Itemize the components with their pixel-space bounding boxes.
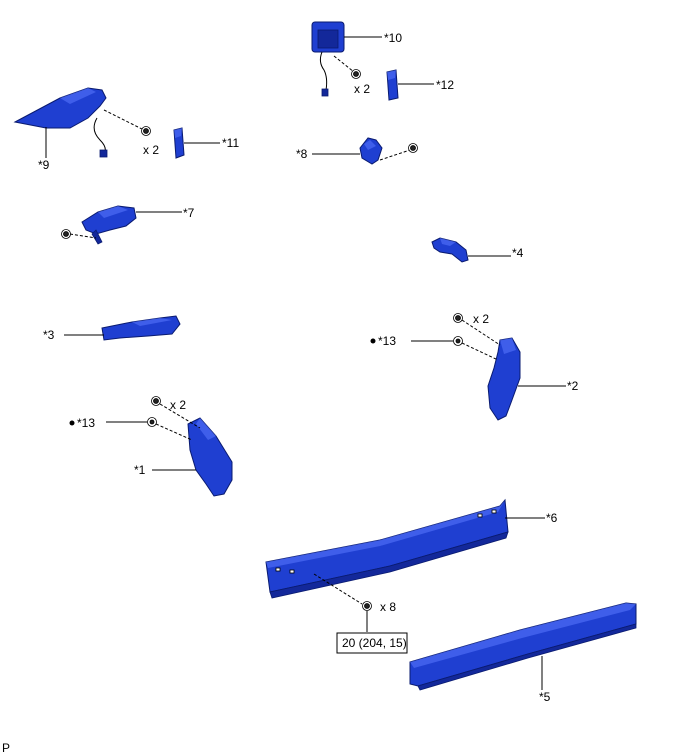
part-10-dash: [333, 55, 355, 73]
part-2-dash-b: [461, 342, 499, 361]
bolt-icon: [453, 313, 463, 323]
part-5-shape: [409, 602, 637, 691]
part-2-dash-a: [461, 319, 501, 346]
part-2-shape: [487, 337, 521, 421]
part-13-label-b: *13: [77, 416, 95, 430]
part-9-label: *9: [38, 158, 50, 172]
part-10-shape: [311, 21, 345, 97]
part-11-label: *11: [222, 136, 239, 150]
part-1-dash-a: [159, 403, 201, 429]
part-10-label: *10: [384, 31, 402, 45]
new-part-dot-icon: [370, 338, 376, 344]
part-2-label: *2: [567, 379, 579, 393]
part-10-qty: x 2: [354, 82, 370, 96]
bolt-icon: [151, 396, 161, 406]
part-3-label: *3: [43, 328, 55, 342]
part-9-dash: [103, 109, 145, 131]
part-7-label: *7: [183, 206, 195, 220]
part-13-label-a: *13: [378, 334, 396, 348]
part-1-label: *1: [134, 463, 146, 477]
bolt-icon: [61, 229, 71, 239]
bolt-icon: [141, 126, 151, 136]
part-8-dash: [379, 149, 411, 161]
part-1-qty: x 2: [170, 398, 186, 412]
new-part-dot-icon: [69, 420, 75, 426]
part-6-label: *6: [546, 511, 558, 525]
part-1-shape: [187, 417, 233, 497]
part-6-shape: [265, 498, 509, 599]
bolt-icon: [351, 69, 361, 79]
bolt-icon: [362, 601, 372, 611]
torque-spec-box: [336, 632, 408, 654]
part-9-shape: [13, 87, 108, 158]
part-12-label: *12: [436, 78, 454, 92]
clip-icon: [147, 417, 157, 427]
part-7-dash: [69, 233, 97, 239]
part-11-shape: [173, 127, 185, 159]
part-9-qty: x 2: [143, 143, 159, 157]
part-8-shape: [359, 137, 383, 165]
clip-icon: [453, 336, 463, 346]
part-8-label: *8: [296, 147, 308, 161]
diagram-code: P: [2, 741, 10, 755]
part-3-shape: [101, 315, 181, 341]
part-1-dash-b: [155, 423, 193, 441]
part-4-shape: [431, 237, 469, 263]
part-5-label: *5: [539, 690, 551, 704]
part-2-qty: x 2: [473, 312, 489, 326]
bolt-icon: [408, 143, 418, 153]
part-7-shape: [81, 205, 137, 245]
part-12-shape: [386, 69, 399, 101]
torque-spec: 20 (204, 15): [342, 636, 407, 650]
part-4-label: *4: [512, 246, 524, 260]
part-6-dash: [313, 573, 363, 605]
part-6-qty: x 8: [380, 600, 396, 614]
